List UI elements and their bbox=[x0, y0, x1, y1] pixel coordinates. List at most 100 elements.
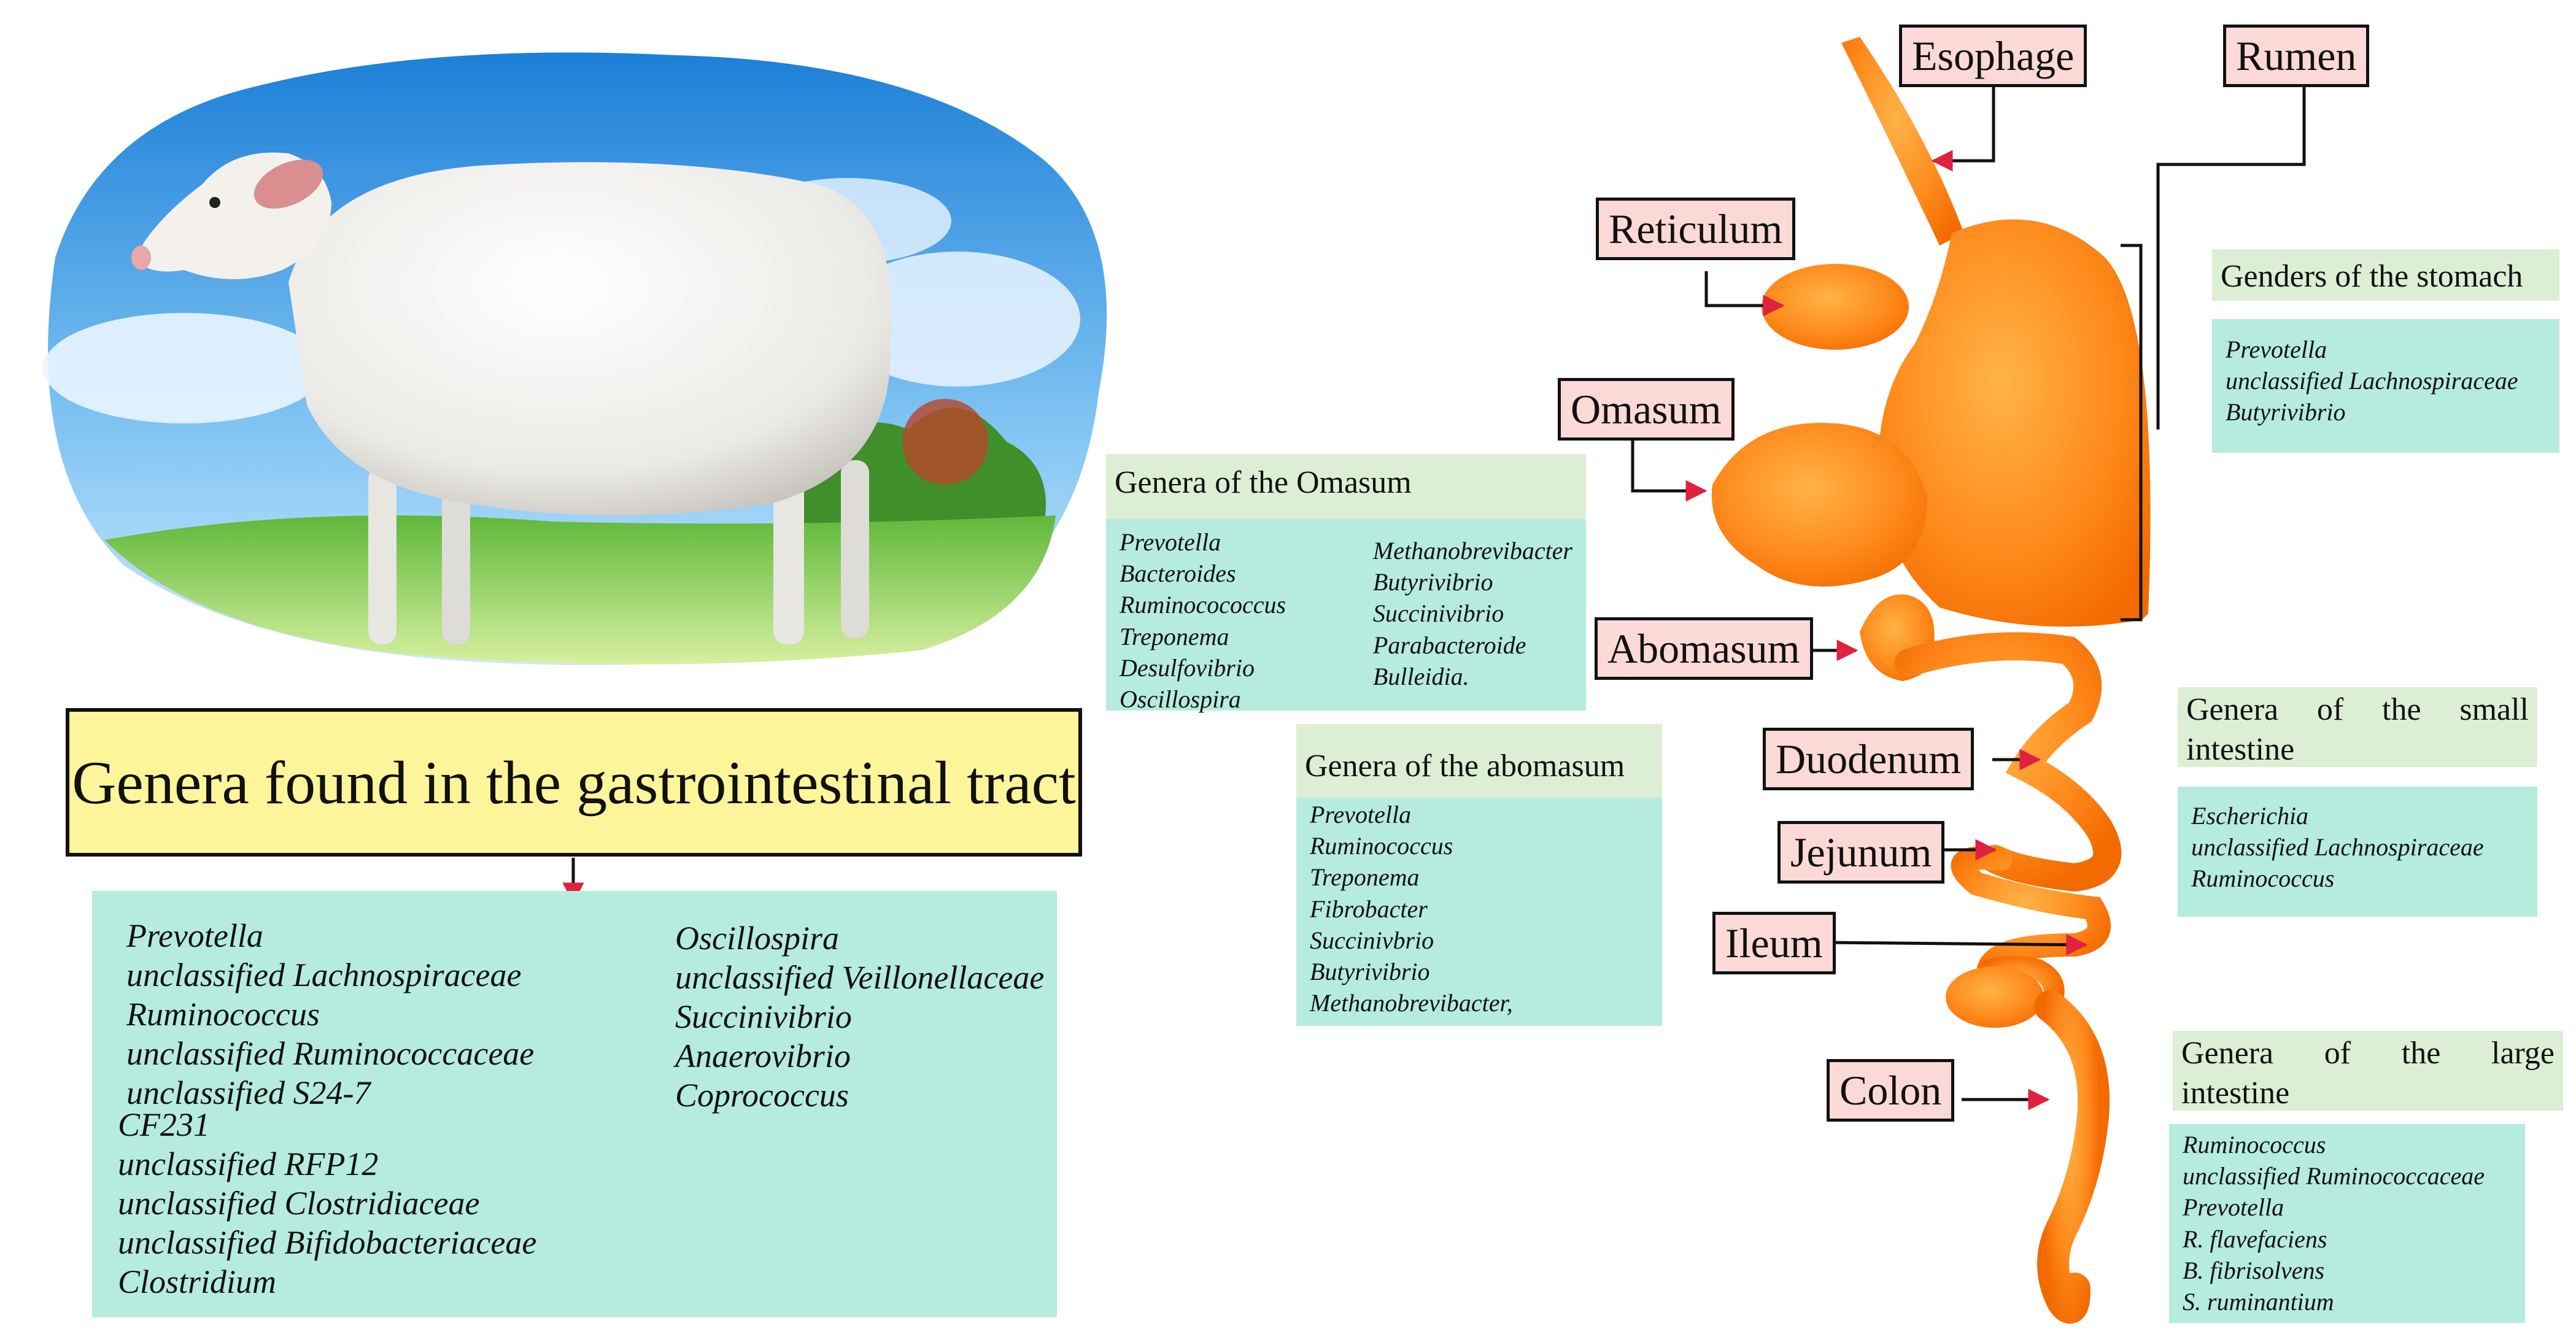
label-duodenum: Duodenum bbox=[1763, 728, 1975, 790]
gi-genus: unclassified RFP12 bbox=[118, 1146, 379, 1182]
gi-genus: unclassified S24-7 bbox=[126, 1074, 371, 1111]
large-intestine-header-line2: intestine bbox=[2181, 1076, 2290, 1111]
abomasum-genus: Butyrivibrio bbox=[1310, 957, 1430, 985]
sheep-illustration bbox=[43, 52, 1107, 666]
gi-genus: Prevotella bbox=[126, 917, 263, 954]
large-intestine-genus: B. fibrisolvens bbox=[2183, 1256, 2325, 1284]
large-intestine-header-line1: Genera of the large bbox=[2181, 1036, 2555, 1071]
large-intestine-header: Genera of the large intestine bbox=[2173, 1031, 2563, 1111]
omasum-genus: Desulfovibrio bbox=[1120, 653, 1255, 682]
label-rumen: Rumen bbox=[2223, 25, 2370, 87]
omasum-genus: Prevotella bbox=[1120, 528, 1221, 556]
stomach-genera-box: Prevotella unclassified Lachnospiraceae … bbox=[2212, 319, 2559, 453]
gi-genus: Clostridium bbox=[118, 1263, 277, 1300]
omasum-header: Genera of the Omasum bbox=[1106, 454, 1586, 522]
sheep-leg bbox=[368, 466, 396, 644]
omasum-genus: Oscillospira bbox=[1120, 685, 1241, 713]
small-intestine-genera-box: Escherichia unclassified Lachnospiraceae… bbox=[2178, 787, 2537, 917]
abomasum-genus: Methanobrevibacter, bbox=[1310, 989, 1513, 1017]
stomach-genus: unclassified Lachnospiraceae bbox=[2226, 367, 2518, 395]
omasum-genus: Succinivibrio bbox=[1372, 599, 1504, 628]
gi-genus: unclassified Veillonellaceae bbox=[675, 959, 1045, 996]
omasum-genus: Methanobrevibacter bbox=[1372, 537, 1572, 564]
omasum-col-1: Prevotella Bacteroides Ruminocococcus Tr… bbox=[1120, 526, 1373, 713]
reticulum-connector bbox=[1704, 271, 1785, 317]
sheep-nose bbox=[131, 245, 151, 270]
small-intestine-genus: Ruminococcus bbox=[2191, 865, 2335, 893]
omasum-genus: Bacteroides bbox=[1120, 560, 1236, 588]
stomach-genus: Butyrivibrio bbox=[2226, 398, 2346, 426]
gi-genera-box: Prevotella unclassified Lachnospiraceae … bbox=[92, 891, 1057, 1317]
omasum-genus: Butyrivibrio bbox=[1372, 568, 1493, 596]
jejunum-shape bbox=[1951, 846, 2111, 981]
gi-genus: Oscillospira bbox=[675, 920, 840, 957]
sheep-leg bbox=[841, 460, 869, 638]
cecum-shape bbox=[1946, 966, 2044, 1028]
sheep-ear bbox=[253, 160, 323, 209]
main-title: Genera found in the gastrointestinal tra… bbox=[66, 708, 1082, 857]
sheep-leg bbox=[773, 466, 804, 644]
rumen-shape bbox=[1878, 219, 2151, 627]
large-intestine-genera-box: Ruminococcus unclassified Ruminococcacea… bbox=[2169, 1124, 2525, 1323]
large-intestine-genus: Prevotella bbox=[2183, 1193, 2284, 1222]
stomach-genus: Prevotella bbox=[2226, 336, 2327, 363]
sheep-body bbox=[288, 162, 892, 515]
cloud bbox=[43, 313, 325, 423]
cloud bbox=[835, 252, 1080, 387]
omasum-genera-box: Prevotella Bacteroides Ruminocococcus Tr… bbox=[1106, 519, 1586, 713]
abomasum-genus: Fibrobacter bbox=[1310, 895, 1428, 923]
gi-genus: unclassified Ruminococcaceae bbox=[126, 1035, 535, 1072]
label-ileum: Ileum bbox=[1712, 912, 1836, 974]
omasum-genus: Ruminocococcus bbox=[1120, 591, 1286, 619]
grass bbox=[104, 515, 1056, 665]
gi-genus: unclassified Clostridiaceae bbox=[118, 1185, 480, 1222]
gi-genus: unclassified Lachnospiraceae bbox=[126, 957, 522, 993]
stomach-bracket bbox=[2121, 244, 2143, 622]
large-intestine-genus: unclassified Ruminococcaceae bbox=[2183, 1162, 2485, 1190]
label-esophage: Esophage bbox=[1899, 25, 2087, 87]
gi-genus: unclassified Bifidobacteriaceae bbox=[118, 1224, 537, 1261]
label-colon: Colon bbox=[1827, 1059, 1955, 1122]
abomasum-header: Genera of the abomasum bbox=[1296, 724, 1662, 803]
small-intestine-header-line2: intestine bbox=[2186, 732, 2295, 767]
label-reticulum: Reticulum bbox=[1596, 198, 1796, 260]
gi-genus: CF231 bbox=[118, 1106, 211, 1143]
abomasum-genus: Succinivbrio bbox=[1310, 926, 1434, 954]
large-intestine-genus: Ruminococcus bbox=[2183, 1131, 2326, 1158]
omasum-shape bbox=[1711, 423, 1927, 587]
gi-genus: Succinivibrio bbox=[675, 998, 852, 1035]
small-intestine-genus: unclassified Lachnospiraceae bbox=[2191, 833, 2484, 861]
reticulum-shape bbox=[1762, 264, 1909, 350]
abomasum-genera-box: Prevotella Ruminococcus Treponema Fibrob… bbox=[1296, 798, 1662, 1026]
tree-autumn bbox=[902, 399, 988, 485]
small-intestine-header: Genera of the small intestine bbox=[2178, 687, 2537, 767]
gi-genus: Anaerovibrio bbox=[675, 1038, 851, 1074]
esophagus-shape bbox=[1841, 37, 1964, 245]
abomasum-genus: Treponema bbox=[1310, 863, 1420, 892]
omasum-genus: Bulleidia. bbox=[1372, 662, 1469, 690]
ileum-connector bbox=[1826, 934, 2088, 956]
sheep-eye bbox=[209, 197, 220, 208]
stomach-header: Genders of the stomach bbox=[2212, 249, 2559, 301]
label-omasum: Omasum bbox=[1558, 378, 1735, 441]
small-intestine-header-line1: Genera of the small bbox=[2186, 692, 2529, 727]
colon-shape bbox=[2034, 990, 2110, 1324]
large-intestine-genus: R. flavefaciens bbox=[2183, 1225, 2327, 1253]
label-jejunum: Jejunum bbox=[1777, 821, 1945, 884]
gi-tract bbox=[1711, 37, 2151, 1324]
omasum-genus: Parabacteroide bbox=[1372, 631, 1526, 659]
gi-genus: Ruminococcus bbox=[126, 996, 320, 1033]
rumen-connector bbox=[2156, 77, 2306, 430]
omasum-connector bbox=[1631, 439, 1708, 502]
esophage-connector bbox=[1931, 83, 1995, 172]
omasum-genus: Treponema bbox=[1120, 622, 1229, 650]
small-intestine-genus: Escherichia bbox=[2191, 802, 2309, 830]
abomasum-genus: Prevotella bbox=[1310, 801, 1412, 828]
label-abomasum: Abomasum bbox=[1595, 617, 1813, 680]
abomasum-genus: Ruminococcus bbox=[1310, 832, 1453, 860]
sheep-leg bbox=[442, 472, 470, 644]
gi-genus: Coprococcus bbox=[675, 1077, 849, 1114]
omasum-col-2: Methanobrevibacter Butyrivibrio Succiniv… bbox=[1373, 526, 1572, 703]
large-intestine-genus: S. ruminantium bbox=[2183, 1287, 2334, 1316]
